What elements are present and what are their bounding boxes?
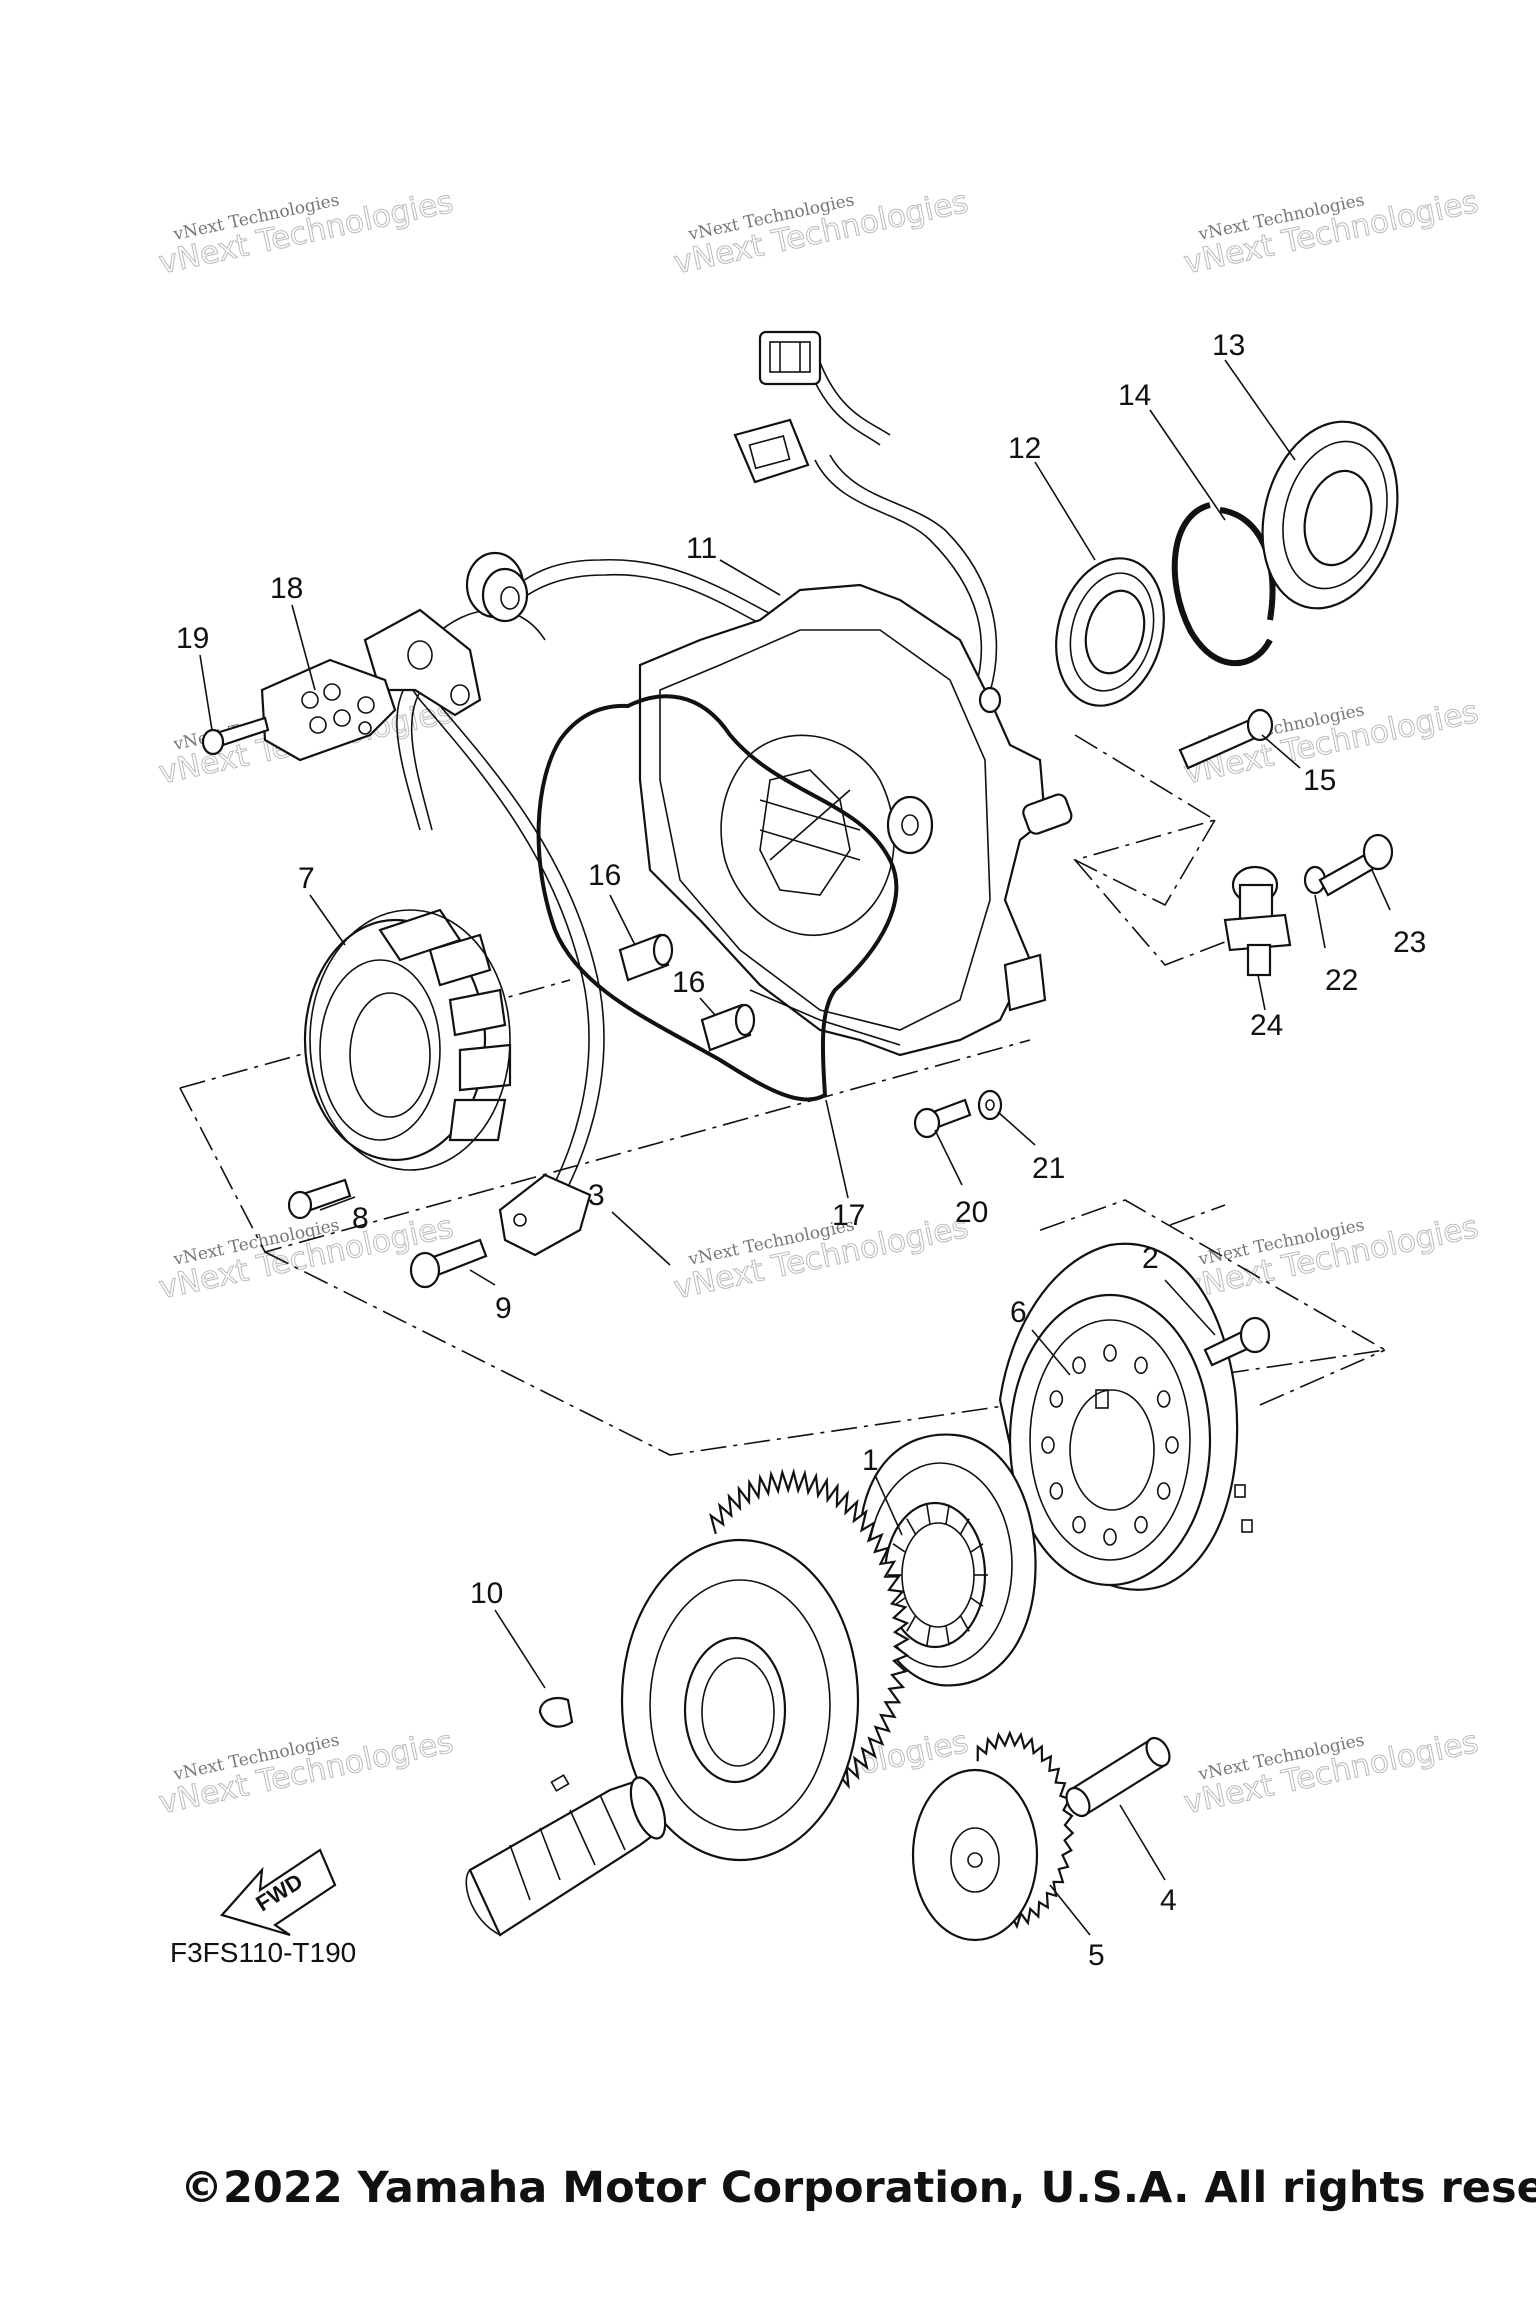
rotor-hole — [1049, 1390, 1064, 1408]
figure-code: F3FS110-T190 — [170, 1937, 356, 1968]
clutch-roller — [959, 1615, 970, 1632]
part-4-shaft — [1065, 1736, 1171, 1818]
copyright-notice: ©2022 Yamaha Motor Corporation, U.S.A. A… — [180, 2163, 1536, 2213]
part-7-stator — [303, 908, 512, 1171]
callout-23: 23 — [1393, 926, 1426, 959]
callout-labels: 1 2 3 4 5 6 7 8 9 10 11 12 13 14 15 16 1… — [176, 329, 1426, 1972]
clutch-roller — [945, 1504, 950, 1525]
callout-8: 8 — [352, 1202, 369, 1235]
rotor-hole — [1103, 1344, 1117, 1362]
callout-1: 1 — [862, 1444, 879, 1477]
clutch-roller — [969, 1596, 984, 1607]
callout-15: 15 — [1303, 764, 1336, 797]
part-13-oil-seal — [1261, 420, 1399, 610]
callout-16-b: 16 — [672, 966, 705, 999]
part-19-screw — [201, 716, 270, 756]
rotor-hole — [1156, 1390, 1171, 1408]
rotor-hole — [1134, 1515, 1148, 1534]
callout-22: 22 — [1325, 964, 1358, 997]
part-2-bolt — [1203, 1316, 1271, 1367]
callout-20: 20 — [955, 1196, 988, 1229]
callout-16-a: 16 — [588, 859, 621, 892]
callout-5: 5 — [1088, 1939, 1105, 1972]
callout-11: 11 — [686, 532, 717, 565]
rotor-hole — [1072, 1356, 1086, 1375]
callout-19: 19 — [176, 622, 209, 655]
rotor-hole — [1165, 1436, 1179, 1454]
callout-3: 3 — [588, 1179, 605, 1212]
callout-17: 17 — [832, 1199, 865, 1232]
rotor-hole — [1041, 1436, 1055, 1454]
clutch-roller — [906, 1615, 917, 1632]
callout-2: 2 — [1142, 1242, 1159, 1275]
callout-9: 9 — [495, 1292, 512, 1325]
harness-connector-top — [758, 330, 822, 386]
rotor-hole — [1103, 1528, 1117, 1546]
part-20-bolt — [913, 1098, 972, 1139]
clutch-roller — [926, 1504, 931, 1525]
part-5-idler-gear — [911, 1730, 1075, 1942]
callout-12: 12 — [1008, 432, 1041, 465]
leader-lines — [199, 359, 1391, 1936]
rotor-hole — [1072, 1515, 1086, 1534]
part-9-bolt — [409, 1238, 488, 1289]
clutch-roller — [892, 1543, 907, 1554]
part-24-sensor — [1223, 865, 1292, 977]
harness-connector-lower — [733, 418, 810, 484]
part-6-rotor — [998, 1242, 1253, 1591]
callout-24: 24 — [1250, 1009, 1283, 1042]
callout-21: 21 — [1032, 1152, 1065, 1185]
clutch-roller — [945, 1625, 950, 1646]
part-21-washer — [977, 1089, 1003, 1121]
part-11-crankcase-cover — [638, 583, 1073, 1057]
part-8-bolt — [287, 1178, 352, 1220]
clutch-roller — [906, 1518, 917, 1535]
callout-7: 7 — [298, 862, 315, 895]
callout-14: 14 — [1118, 379, 1151, 412]
part-16-dowel-pin-b — [700, 1003, 756, 1052]
callout-13: 13 — [1212, 329, 1245, 362]
part-14-circlip — [1171, 502, 1276, 667]
callout-4: 4 — [1160, 1884, 1177, 1917]
part-23-bolt — [1318, 833, 1394, 897]
part-12-bearing — [1055, 557, 1165, 707]
clutch-roller — [959, 1518, 970, 1535]
clutch-roller — [969, 1543, 984, 1554]
wire-grommet — [465, 551, 529, 623]
rotor-hole — [1156, 1482, 1171, 1500]
part-18-pickup-coil — [260, 658, 397, 762]
crankshaft — [465, 1774, 667, 1937]
fwd-direction-arrow: FWD — [220, 1848, 337, 1937]
part-15-bolt — [1178, 708, 1274, 770]
assembly-outline-lower — [264, 1199, 1388, 1456]
rotor-hole — [1049, 1482, 1064, 1500]
part-3-starter-wheel-gear — [620, 1467, 910, 1862]
part-10-woodruff-key — [538, 1696, 574, 1728]
clutch-roller — [926, 1625, 931, 1646]
callout-18: 18 — [270, 572, 303, 605]
wire-connector — [498, 1173, 592, 1257]
callout-6: 6 — [1010, 1296, 1027, 1329]
part-16-dowel-pin-a — [618, 933, 674, 982]
rotor-hole — [1134, 1356, 1148, 1375]
part-17-gasket — [536, 694, 899, 1102]
callout-10: 10 — [470, 1577, 503, 1610]
